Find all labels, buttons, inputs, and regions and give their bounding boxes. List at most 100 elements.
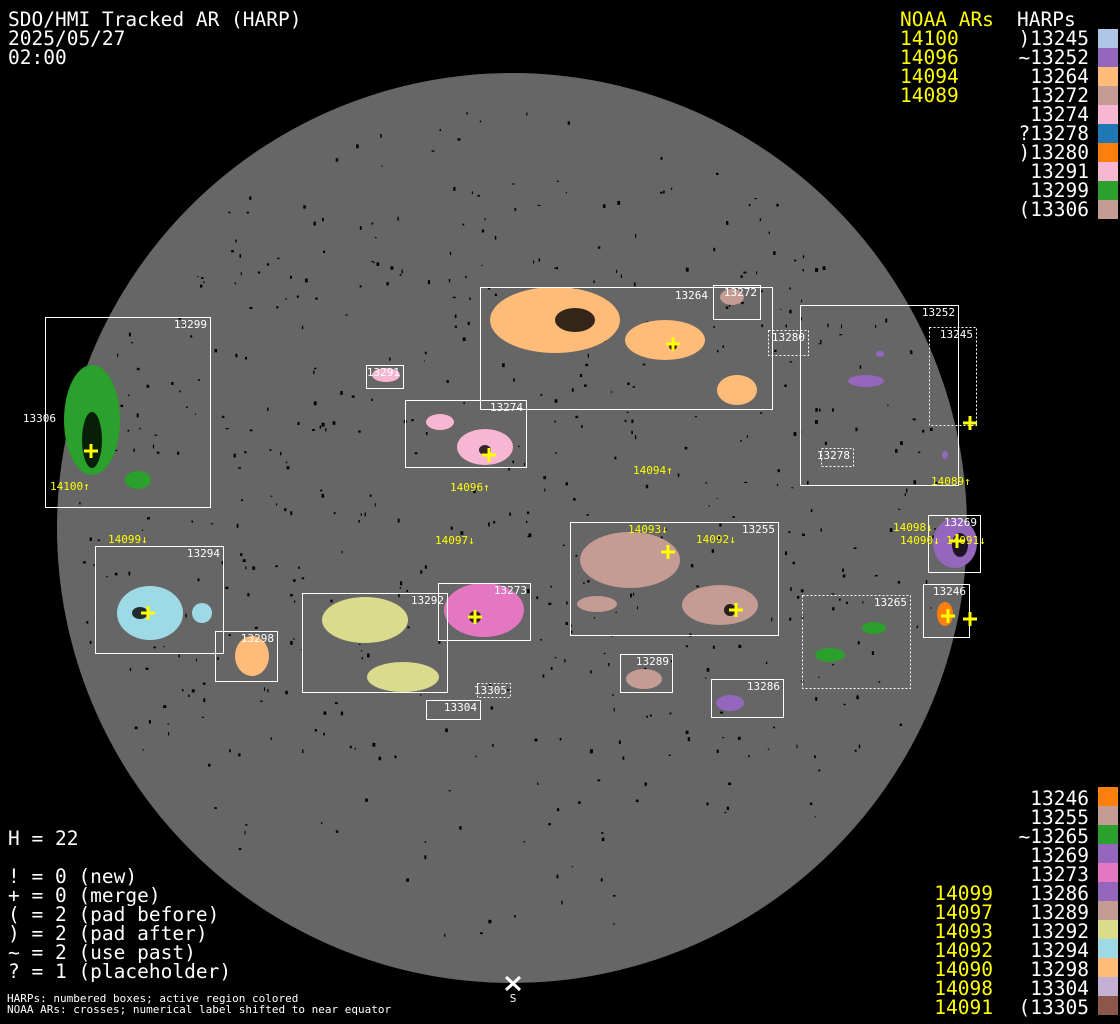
speck bbox=[494, 236, 497, 240]
speck bbox=[899, 723, 902, 726]
speck bbox=[603, 652, 606, 655]
speck bbox=[390, 266, 394, 270]
legend-harp: )13280 bbox=[1019, 141, 1089, 164]
speck bbox=[241, 499, 244, 502]
speck bbox=[792, 561, 795, 565]
speck bbox=[431, 150, 435, 152]
speck bbox=[266, 263, 269, 266]
speck bbox=[427, 280, 431, 285]
speck bbox=[644, 782, 647, 786]
speck bbox=[685, 730, 689, 734]
speck bbox=[481, 229, 485, 233]
bottom-legend: 1324613255~13265132691327313286132891329… bbox=[934, 787, 1118, 1019]
speck bbox=[406, 878, 409, 882]
speck bbox=[635, 435, 637, 440]
noaa-cross-icon bbox=[950, 534, 964, 548]
speck bbox=[285, 298, 288, 300]
harp-box bbox=[477, 683, 511, 698]
harp-box-label: 13252 bbox=[922, 306, 955, 319]
speck bbox=[449, 251, 452, 256]
speck bbox=[229, 749, 231, 753]
harp-box bbox=[928, 515, 981, 573]
speck bbox=[536, 596, 539, 600]
speck bbox=[231, 250, 234, 253]
speck bbox=[526, 112, 528, 116]
region-13255 bbox=[580, 532, 680, 588]
speck bbox=[717, 350, 719, 353]
speck bbox=[406, 589, 408, 592]
speck bbox=[690, 564, 694, 568]
speck bbox=[297, 421, 300, 425]
speck bbox=[141, 529, 143, 532]
speck bbox=[708, 505, 710, 507]
harp-box bbox=[95, 546, 224, 654]
speck bbox=[913, 480, 917, 485]
speck bbox=[93, 564, 95, 567]
speck bbox=[448, 790, 451, 792]
speck bbox=[444, 933, 446, 937]
sunspot bbox=[132, 607, 148, 619]
legend-noaa: 14100 bbox=[900, 27, 959, 50]
speck bbox=[859, 365, 862, 369]
harp-box bbox=[426, 700, 481, 720]
speck bbox=[454, 325, 457, 328]
speck bbox=[528, 533, 532, 537]
speck bbox=[148, 720, 151, 724]
harp-box-label: 13304 bbox=[444, 701, 477, 714]
speck bbox=[378, 756, 382, 761]
speck bbox=[608, 663, 610, 667]
legend-swatch bbox=[1098, 86, 1118, 105]
legend-swatch bbox=[1098, 143, 1118, 162]
harp-box bbox=[923, 584, 970, 638]
legend-harp: 13274 bbox=[1030, 103, 1089, 126]
speck bbox=[556, 874, 559, 879]
speck bbox=[587, 579, 589, 583]
harp-box-label: 13278 bbox=[817, 449, 850, 462]
speck bbox=[142, 749, 144, 751]
title: SDO/HMI Tracked AR (HARP) bbox=[8, 8, 302, 31]
speck bbox=[492, 743, 494, 747]
sunspot bbox=[555, 308, 595, 332]
speck bbox=[737, 736, 741, 740]
speck bbox=[129, 667, 132, 672]
speck bbox=[424, 565, 427, 569]
speck bbox=[168, 732, 170, 736]
speck bbox=[794, 259, 797, 262]
speck bbox=[586, 514, 590, 516]
noaa-label: 14091↓ bbox=[946, 534, 986, 547]
stat-line: ~ = 2 (use past) bbox=[8, 941, 196, 964]
harp-box bbox=[713, 285, 761, 320]
harp-box-label: 13264 bbox=[675, 289, 708, 302]
speck bbox=[214, 349, 218, 353]
speck bbox=[916, 625, 918, 629]
speck bbox=[566, 601, 568, 605]
speck bbox=[855, 427, 858, 432]
speck bbox=[756, 271, 758, 275]
speck bbox=[467, 321, 470, 325]
speck bbox=[930, 607, 932, 609]
speck bbox=[537, 782, 539, 785]
speck bbox=[358, 430, 361, 433]
legend-harp: ~13252 bbox=[1019, 46, 1089, 69]
speck bbox=[802, 269, 804, 272]
speck bbox=[188, 694, 190, 697]
speck bbox=[376, 262, 380, 266]
speck bbox=[163, 646, 165, 648]
speck bbox=[438, 640, 441, 644]
speck bbox=[601, 837, 605, 841]
speck bbox=[460, 531, 464, 535]
speck bbox=[351, 395, 355, 398]
speck bbox=[934, 528, 936, 530]
speck bbox=[361, 657, 363, 660]
speck bbox=[200, 284, 203, 288]
region-13252 bbox=[848, 375, 884, 387]
speck bbox=[238, 467, 241, 469]
speck bbox=[587, 353, 589, 358]
speck bbox=[765, 661, 768, 665]
speck bbox=[797, 595, 800, 599]
speck bbox=[720, 711, 724, 714]
speck bbox=[543, 476, 547, 480]
region-13252 bbox=[876, 351, 884, 357]
speck bbox=[565, 191, 567, 194]
speck bbox=[463, 402, 465, 404]
